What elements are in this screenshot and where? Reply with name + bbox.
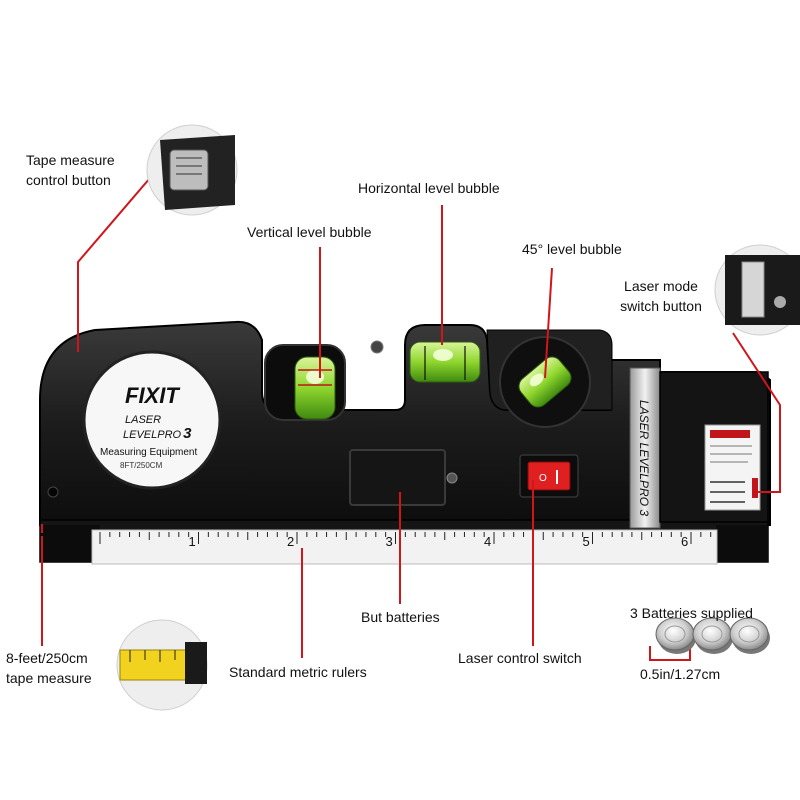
ruler-number: 2 (287, 534, 294, 549)
angle-level-bubble (499, 336, 591, 428)
ruler-number: 1 (189, 534, 196, 549)
laser-power-switch[interactable]: O (519, 454, 579, 498)
battery-compartment[interactable] (349, 449, 458, 506)
callout-lines (41, 177, 781, 661)
inset-laser-mode (714, 244, 800, 336)
ruler-number: 6 (681, 534, 688, 549)
label-tape-control-line2: control button (26, 172, 111, 188)
ruler-number: 4 (484, 534, 491, 549)
ruler-number: 5 (583, 534, 590, 549)
vertical-level-bubble (264, 344, 346, 421)
side-label: LASER LEVELPRO 3 (637, 400, 651, 516)
brand-line-measuring: Measuring Equipment (100, 447, 197, 458)
label-horizontal-bubble: Horizontal level bubble (358, 180, 500, 196)
brand-name: FIXIT (125, 383, 180, 408)
brand-model: LEVELPRO (123, 429, 182, 441)
label-tape-control-line1: Tape measure (26, 152, 115, 168)
horizontal-level-bubble (409, 341, 481, 383)
label-laser-mode: Laser mode switch button (605, 276, 717, 316)
label-laser-mode-line2: switch button (620, 298, 702, 314)
label-batteries-supplied: 3 Batteries supplied (630, 605, 753, 621)
label-tape-measure: 8-feet/250cm tape measure (6, 648, 92, 688)
label-tape-control: Tape measure control button (26, 150, 115, 190)
brand-line-laser: LASER (125, 414, 161, 426)
button-batteries (655, 617, 770, 654)
brand-line-length: 8FT/250CM (120, 461, 163, 470)
laser-head (659, 371, 769, 523)
metric-ruler: 1 2 3 4 5 6 (91, 529, 718, 565)
label-tape-measure-line2: tape measure (6, 670, 92, 686)
inset-tape-measure (116, 619, 208, 711)
brand-model-number: 3 (183, 425, 192, 442)
label-metric-rulers: Standard metric rulers (229, 664, 367, 680)
side-metal-band: LASER LEVELPRO 3 (629, 367, 661, 529)
label-laser-mode-line1: Laser mode (624, 278, 698, 294)
label-batteries-slot: But batteries (361, 609, 440, 625)
screw-icon (370, 340, 384, 354)
label-laser-switch: Laser control switch (458, 650, 582, 666)
label-tape-measure-line1: 8-feet/250cm (6, 650, 88, 666)
label-angle-bubble: 45° level bubble (522, 241, 622, 257)
svg-text:O: O (539, 473, 547, 484)
label-vertical-bubble: Vertical level bubble (247, 224, 372, 240)
label-battery-size: 0.5in/1.27cm (640, 666, 721, 682)
inset-tape-button (146, 124, 238, 216)
ruler-number: 3 (386, 534, 393, 549)
